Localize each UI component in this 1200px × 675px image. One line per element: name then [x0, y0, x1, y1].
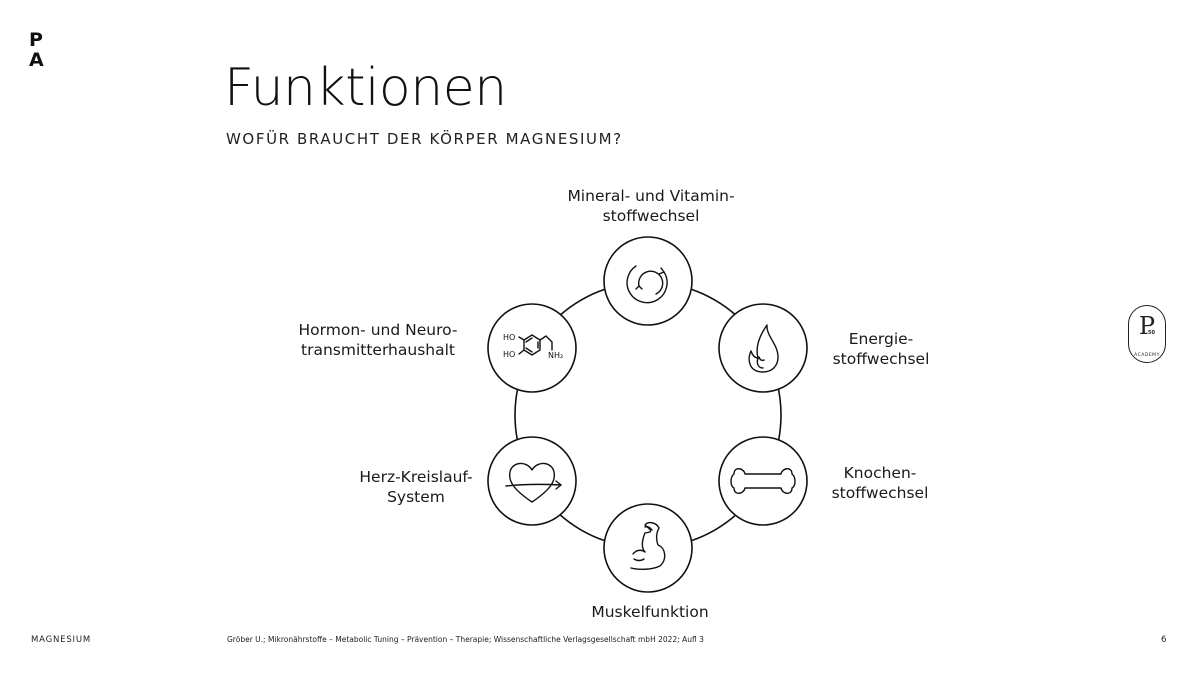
node-knochen	[718, 436, 808, 526]
label-hormon-line-2: transmitterhaushalt	[301, 341, 455, 359]
label-mineral-line-1: Mineral- und Vitamin-	[567, 187, 735, 205]
node-herz	[487, 436, 577, 526]
label-mineral: Mineral- und Vitamin- stoffwechsel	[566, 186, 736, 226]
page-subtitle: WOFÜR BRAUCHT DER KÖRPER MAGNESIUM?	[226, 130, 623, 148]
dopamine-molecule-icon: HO HO NH₂	[503, 333, 563, 360]
bone-icon	[730, 468, 796, 494]
label-knochen-line-2: stoffwechsel	[831, 484, 929, 502]
badge-letter: P	[1138, 312, 1156, 340]
logo-letter-p: P	[29, 29, 43, 51]
molecule-label-nh2: NH₂	[548, 351, 563, 360]
label-mineral-line-2: stoffwechsel	[602, 207, 700, 225]
pa-logo: P A	[29, 30, 44, 70]
page-title: Funktionen	[224, 58, 507, 118]
label-muskel: Muskelfunktion	[570, 602, 730, 622]
label-herz-line-1: Herz-Kreislauf-	[359, 468, 473, 486]
molecule-label-ho-1: HO	[503, 333, 515, 342]
logo-letter-a: A	[29, 49, 44, 71]
cycle-arrows-icon	[626, 265, 668, 304]
node-energie	[718, 303, 808, 393]
footer-source: Gröber U.; Mikronährstoffe – Metabolic T…	[227, 635, 704, 644]
label-knochen-line-1: Knochen-	[843, 464, 917, 482]
label-energie-line-2: stoffwechsel	[832, 350, 930, 368]
badge-number: 50	[1148, 330, 1155, 336]
flame-icon	[748, 324, 779, 373]
heart-arrow-icon	[505, 462, 562, 503]
label-knochen: Knochen- stoffwechsel	[820, 463, 940, 503]
label-hormon: Hormon- und Neuro- transmitterhaushalt	[288, 320, 468, 360]
label-herz: Herz-Kreislauf- System	[352, 467, 480, 507]
label-hormon-line-1: Hormon- und Neuro-	[298, 321, 458, 339]
node-muskel	[603, 503, 693, 593]
label-muskel-line-1: Muskelfunktion	[591, 603, 709, 621]
footer-topic: MAGNESIUM	[31, 635, 91, 645]
label-herz-line-2: System	[387, 488, 445, 506]
flexed-arm-icon	[630, 521, 666, 571]
node-hormon: HO HO NH₂	[487, 303, 577, 393]
page-number: 6	[1161, 635, 1167, 645]
molecule-label-ho-2: HO	[503, 350, 515, 359]
node-mineral	[603, 236, 693, 326]
academy-badge: P 50 ACADEMY	[1128, 305, 1166, 363]
badge-text: ACADEMY	[1134, 353, 1160, 358]
label-energie-line-1: Energie-	[848, 330, 914, 348]
label-energie: Energie- stoffwechsel	[822, 329, 940, 369]
